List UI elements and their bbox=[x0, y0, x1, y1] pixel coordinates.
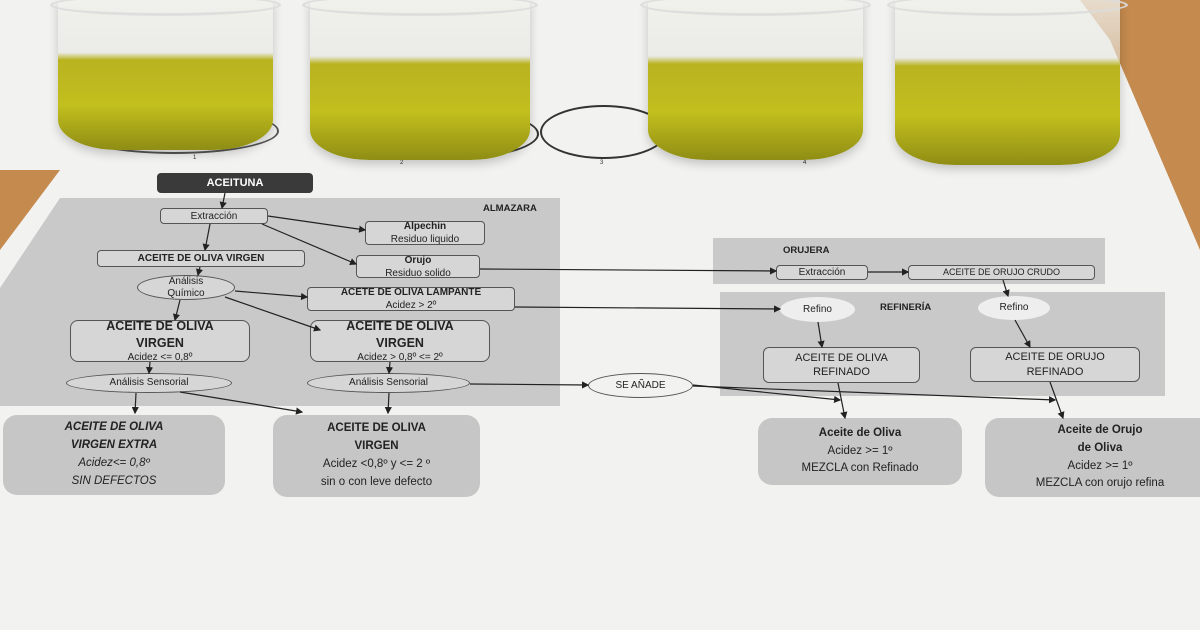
cup-number: 2 bbox=[400, 160, 404, 166]
orujo-title: Orujo bbox=[404, 254, 432, 266]
o3-4: MEZCLA con orujo refina bbox=[1035, 477, 1165, 490]
orujera-extraccion-box: Extracción bbox=[776, 265, 868, 280]
refineria-label: REFINERÍA bbox=[880, 302, 932, 313]
aq-line1: Análisis bbox=[168, 275, 204, 287]
o2-1: Aceite de Oliva bbox=[818, 426, 902, 439]
cup-number: 4 bbox=[803, 160, 807, 166]
output-aove: ACEITE DE OLIVA VIRGEN EXTRA Acidez<= 0,8º… bbox=[3, 415, 225, 495]
orujo-sub: Residuo solido bbox=[385, 267, 451, 279]
aovl-2: VIRGEN bbox=[136, 335, 184, 350]
o3-2: de Oliva bbox=[1077, 441, 1123, 454]
o0-4: SIN DEFECTOS bbox=[71, 474, 157, 487]
cup-number: 1 bbox=[193, 155, 197, 161]
aovl-1: ACEITE DE OLIVA bbox=[106, 319, 214, 334]
ao-refinado-box: ACEITE DE OLIVA REFINADO bbox=[763, 347, 920, 383]
o3-3: Acidez >= 1º bbox=[1067, 459, 1133, 472]
o1-3: Acidez <0,8º y <= 2 º bbox=[322, 458, 431, 470]
oil-cup-2 bbox=[302, 0, 538, 160]
o1-2: VIRGEN bbox=[354, 440, 399, 453]
o2-2: Acidez >= 1º bbox=[827, 444, 893, 457]
aq-line2: Químico bbox=[167, 287, 205, 299]
o0-2: VIRGEN EXTRA bbox=[70, 439, 158, 452]
alpechin-title: Alpechin bbox=[403, 221, 447, 232]
alpechin-sub: Residuo liquido bbox=[390, 234, 460, 245]
o1-1: ACEITE DE OLIVA bbox=[327, 422, 426, 435]
aov-box: ACEITE DE OLIVA VIRGEN bbox=[97, 250, 305, 267]
aceituna-header: ACEITUNA bbox=[157, 173, 313, 193]
aovr-1: ACEITE DE OLIVA bbox=[346, 319, 454, 334]
aoref-2: REFINADO bbox=[813, 366, 870, 378]
o3-1: Aceite de Orujo bbox=[1057, 423, 1143, 436]
lampante-title: ACETE DE OLIVA LAMPANTE bbox=[340, 287, 482, 298]
orujera-label: ORUJERA bbox=[783, 245, 830, 256]
o1-4: sin o con leve defecto bbox=[320, 475, 433, 488]
oil-cup-4 bbox=[887, 0, 1128, 165]
aovr-sub: Acidez > 0,8º <= 2º bbox=[357, 351, 443, 363]
cup-number: 3 bbox=[600, 160, 604, 166]
o0-3: Acidez<= 0,8º bbox=[78, 457, 150, 469]
lampante-sub: Acidez > 2º bbox=[385, 300, 437, 311]
extraccion-box: Extracción bbox=[160, 208, 268, 224]
orujo-crudo-box: ACEITE DE ORUJO CRUDO bbox=[908, 265, 1095, 280]
aoref-1: ACEITE DE OLIVA bbox=[795, 351, 888, 364]
refino-left: Refino bbox=[780, 297, 855, 322]
aovr-2: VIRGEN bbox=[376, 335, 424, 350]
aovl-sub: Acidez <= 0,8º bbox=[127, 351, 193, 363]
orref-1: ACEITE DE ORUJO bbox=[1005, 351, 1105, 364]
almazara-label: ALMAZARA bbox=[483, 203, 537, 214]
o0-1: ACEITE DE OLIVA bbox=[64, 421, 164, 434]
lampante-box: ACETE DE OLIVA LAMPANTE Acidez > 2º bbox=[307, 287, 515, 311]
se-anade: SE AÑADE bbox=[588, 373, 693, 398]
output-aov: ACEITE DE OLIVA VIRGEN Acidez <0,8º y <= 2… bbox=[273, 415, 480, 497]
refino-right: Refino bbox=[978, 296, 1050, 320]
orref-2: REFINADO bbox=[1026, 365, 1084, 378]
o2-3: MEZCLA con Refinado bbox=[801, 462, 919, 475]
oil-cup-1 bbox=[50, 0, 281, 150]
